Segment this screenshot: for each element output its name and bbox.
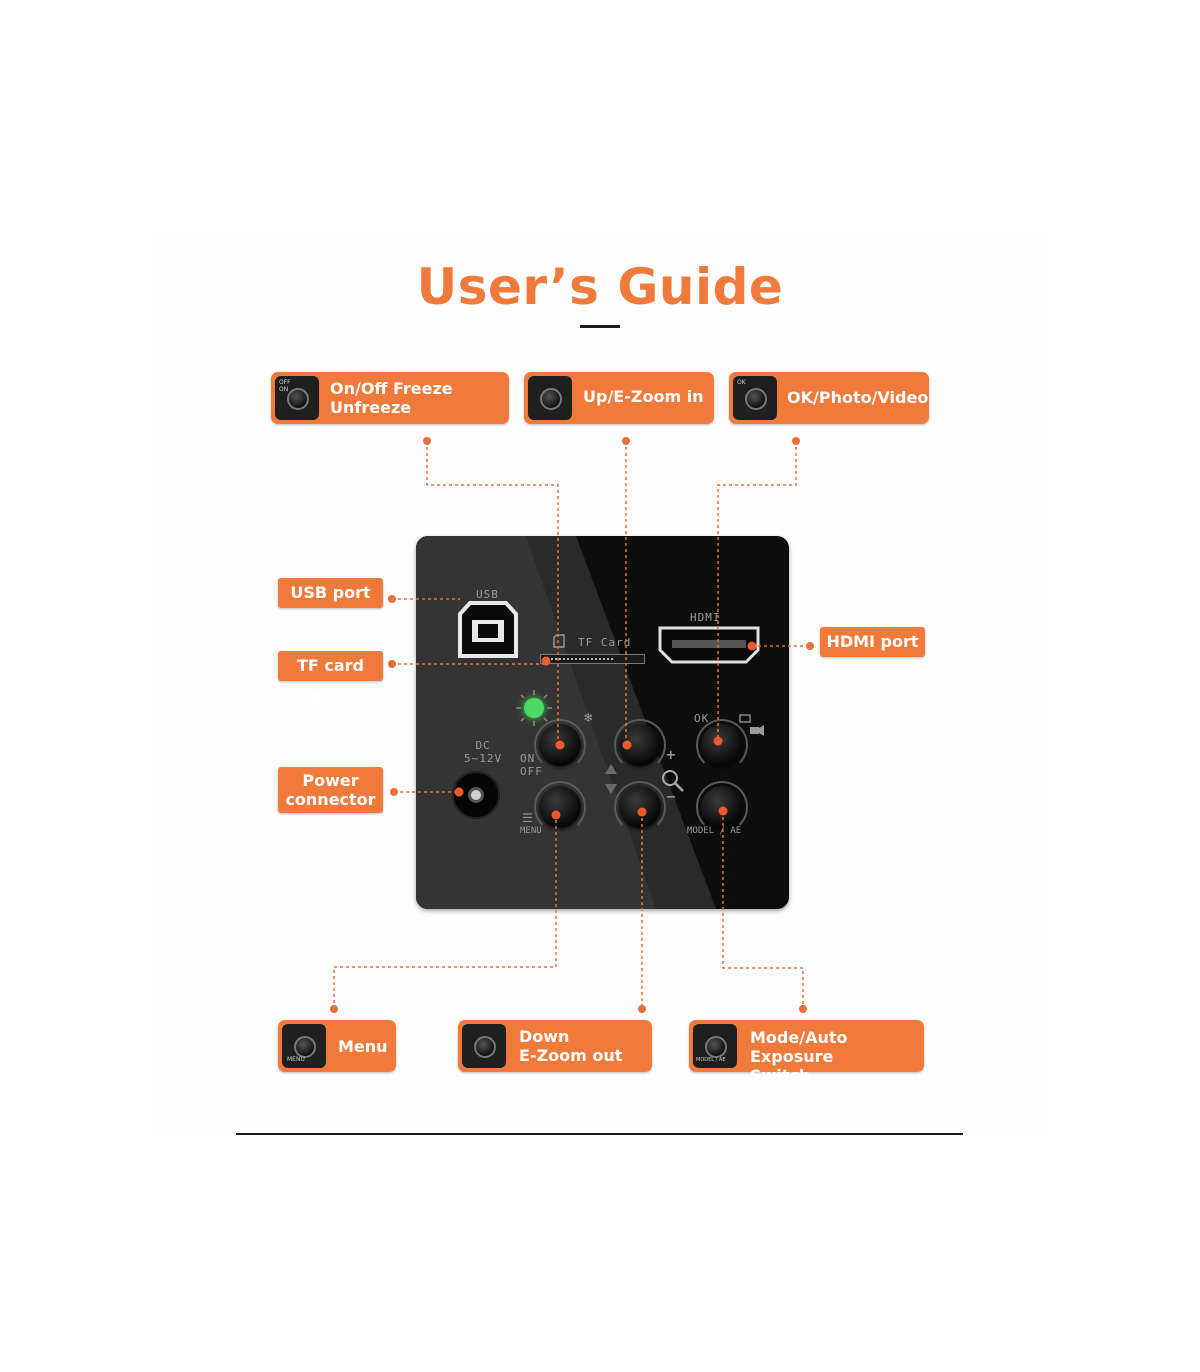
callout-label: Down E-Zoom out (519, 1027, 623, 1065)
ok-knob-icon: OK (733, 376, 777, 420)
tf-card-slot (540, 654, 645, 664)
on-off-freeze-button[interactable] (539, 724, 581, 766)
down-zoom-knob-icon (462, 1024, 506, 1068)
menu-list-icon: ☰ (522, 811, 534, 825)
minus-silk: − (666, 787, 677, 806)
sd-card-icon (553, 634, 565, 648)
callout-label: On/Off Freeze Unfreeze (330, 379, 453, 417)
page-title: User’s Guide (416, 258, 784, 316)
ok-photo-video-button[interactable] (701, 724, 743, 766)
callout-power: Power connector (278, 767, 383, 813)
magnifier-icon (662, 770, 684, 792)
on-off-silk-label: ON OFF (520, 752, 543, 778)
down-zoom-out-button[interactable] (619, 786, 661, 828)
title-underline (580, 325, 620, 328)
menu-silk-label: MENU (520, 826, 542, 836)
tf-card-silk-label: TF Card (578, 636, 632, 649)
knob-shape (287, 388, 309, 410)
power-knob-icon: OFF ON (275, 376, 319, 420)
menu-knob-icon: MENU (282, 1024, 326, 1068)
thumb-label: OK (737, 379, 746, 386)
callout-tf-card: TF card plug (278, 651, 383, 705)
plus-silk: + (666, 745, 677, 764)
thumb-label: MODEL / AE (696, 1057, 726, 1063)
callout-menu: MENU Menu (278, 1020, 396, 1072)
hdmi-port-icon (658, 626, 760, 664)
knob-shape (745, 388, 767, 410)
menu-button[interactable] (539, 786, 581, 828)
thumb-label: MENU (287, 1056, 305, 1063)
callout-label: Menu (338, 1037, 388, 1056)
callout-label: OK/Photo/Video (787, 388, 929, 407)
mode-silk-label: MODEL / AE (687, 826, 742, 836)
knob-shape (540, 388, 562, 410)
callout-usb: USB port (278, 578, 383, 608)
button-ring (696, 781, 748, 833)
hdmi-silk-label: HDMI (690, 611, 721, 624)
callout-freeze: OFF ON On/Off Freeze Unfreeze (271, 372, 509, 424)
ok-silk-label: OK (694, 712, 710, 725)
callout-label: Up/E-Zoom in (583, 387, 704, 406)
up-zoom-in-button[interactable] (619, 724, 661, 766)
callout-mode: MODEL / AE Mode/Auto Exposure Switch (689, 1020, 924, 1085)
callout-zoom-out: Down E-Zoom out (458, 1020, 652, 1072)
slot-pins (551, 658, 613, 662)
dc-power-jack (452, 771, 500, 819)
freeze-snowflake-icon: ❄ (584, 710, 594, 726)
knob-shape (705, 1036, 727, 1058)
button-ring (614, 781, 666, 833)
up-zoom-knob-icon (528, 376, 572, 420)
knob-shape (294, 1036, 316, 1058)
jack-pin (468, 787, 484, 803)
bottom-divider (236, 1133, 963, 1135)
device-back-panel: USB TF Card HDMI DC 5~12V (416, 536, 789, 909)
button-ring (614, 719, 666, 771)
usb-b-port-icon (458, 601, 518, 658)
mode-knob-icon: MODEL / AE (693, 1024, 737, 1068)
thumb-label: OFF ON (279, 379, 291, 393)
up-down-arrows-icon (605, 764, 617, 794)
dc-silk-label: DC 5~12V (464, 739, 503, 765)
callout-ok: OK OK/Photo/Video (729, 372, 929, 424)
callout-label: Mode/Auto Exposure Switch (750, 1028, 848, 1085)
callout-hdmi: HDMI port (820, 627, 925, 657)
callout-zoom-in: Up/E-Zoom in (524, 372, 714, 424)
button-ring (534, 781, 586, 833)
button-ring (534, 719, 586, 771)
knob-shape (474, 1036, 496, 1058)
camera-video-icon (739, 714, 764, 736)
mode-ae-button[interactable] (701, 786, 743, 828)
